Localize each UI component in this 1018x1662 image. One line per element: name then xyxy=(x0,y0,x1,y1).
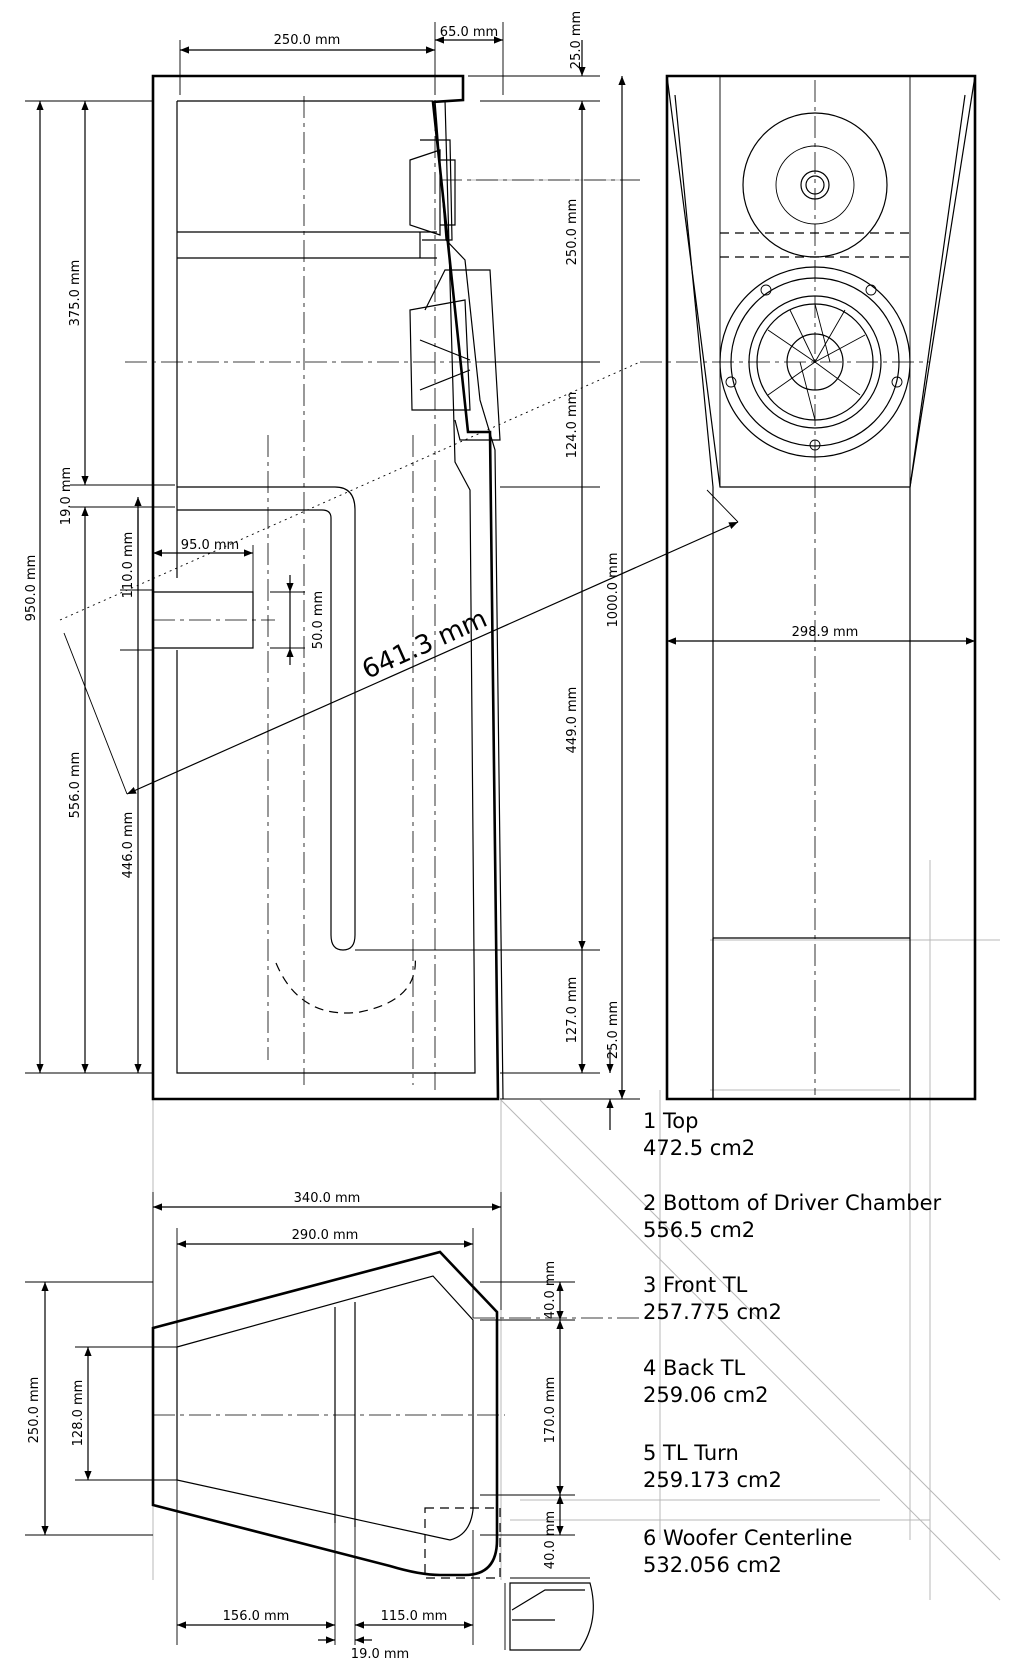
area-2-name: 2 Bottom of Driver Chamber xyxy=(643,1191,941,1215)
front-base-panel xyxy=(712,937,910,1099)
area-3-name: 3 Front TL xyxy=(643,1273,748,1297)
woofer xyxy=(719,266,911,458)
dim-124: 124.0 mm xyxy=(565,392,580,459)
dim-plan-19: 19.0 mm xyxy=(351,1647,409,1662)
area-6-name: 6 Woofer Centerline xyxy=(643,1526,852,1550)
dim-128: 128.0 mm xyxy=(71,1380,86,1447)
area-5-name: 5 TL Turn xyxy=(643,1441,739,1465)
dim-40-top: 40.0 mm xyxy=(543,1261,558,1319)
area-3-value: 257.775 cm2 xyxy=(643,1300,782,1324)
area-5-value: 259.173 cm2 xyxy=(643,1468,782,1492)
dim-25-bottom: 25.0 mm xyxy=(606,1001,621,1059)
dim-556: 556.0 mm xyxy=(68,752,83,819)
dim-170: 170.0 mm xyxy=(543,1377,558,1444)
dim-340: 340.0 mm xyxy=(294,1191,361,1206)
tweeter-profile xyxy=(409,139,456,241)
area-6-value: 532.056 cm2 xyxy=(643,1553,782,1577)
area-1-value: 472.5 cm2 xyxy=(643,1136,755,1160)
plan-view xyxy=(151,1250,640,1651)
dim-1000: 1000.0 mm xyxy=(606,553,621,628)
front-view xyxy=(640,74,977,1101)
area-4-name: 4 Back TL xyxy=(643,1356,746,1380)
plan-inner xyxy=(176,1275,474,1541)
front-dimensions: 298.9 mm xyxy=(667,625,975,645)
side-view xyxy=(59,74,641,1101)
dim-298: 298.9 mm xyxy=(792,625,859,640)
woofer-profile xyxy=(409,269,501,441)
dim-115: 115.0 mm xyxy=(381,1609,448,1624)
shelf-hidden xyxy=(720,232,910,258)
dim-127: 127.0 mm xyxy=(565,977,580,1044)
dim-290: 290.0 mm xyxy=(292,1228,359,1243)
dim-110: 110.0 mm xyxy=(121,532,136,599)
area-1-name: 1 Top xyxy=(643,1109,698,1133)
driver-shelf xyxy=(177,231,437,259)
plan-dimensions: 340.0 mm 290.0 mm 250.0 mm 128.0 mm 40.0… xyxy=(25,1191,575,1662)
tl-turn-arc xyxy=(275,954,416,1014)
plan-hidden-box xyxy=(424,1507,501,1579)
dim-65: 65.0 mm xyxy=(440,25,498,40)
area-2-value: 556.5 cm2 xyxy=(643,1218,755,1242)
area-list: 1 Top 472.5 cm2 2 Bottom of Driver Chamb… xyxy=(643,1109,941,1577)
dim-950: 950.0 mm xyxy=(24,555,39,622)
front-outline xyxy=(665,74,977,1101)
profile-detail xyxy=(504,1577,594,1651)
side-outer-wall xyxy=(151,74,500,1101)
dim-95: 95.0 mm xyxy=(181,538,239,553)
dim-40-bottom: 40.0 mm xyxy=(543,1511,558,1569)
dim-156: 156.0 mm xyxy=(223,1609,290,1624)
side-inner-wall xyxy=(176,99,476,1074)
front-baffle-edges-inner xyxy=(674,94,966,488)
dim-50: 50.0 mm xyxy=(311,591,326,649)
dim-375: 375.0 mm xyxy=(68,260,83,327)
dim-25-top: 25.0 mm xyxy=(569,11,584,69)
dim-446: 446.0 mm xyxy=(121,812,136,879)
dim-250-top: 250.0 mm xyxy=(274,33,341,48)
dim-449: 449.0 mm xyxy=(565,687,580,754)
dim-250-right: 250.0 mm xyxy=(565,199,580,266)
tl-divider xyxy=(177,486,356,951)
plan-outer xyxy=(151,1250,499,1577)
area-4-value: 259.06 cm2 xyxy=(643,1383,769,1407)
dim-plan-250: 250.0 mm xyxy=(27,1377,42,1444)
front-baffle-edges xyxy=(666,75,976,488)
side-dimensions: 250.0 mm 65.0 mm 950.0 mm 375.0 mm 19.0 … xyxy=(24,11,739,1130)
dim-19: 19.0 mm xyxy=(59,467,74,525)
